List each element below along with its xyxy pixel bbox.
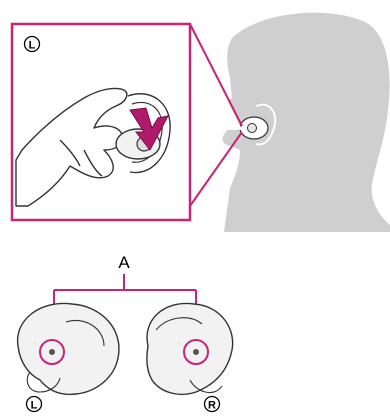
right-earbud: R xyxy=(147,303,233,411)
head-silhouette xyxy=(223,13,390,232)
right-bud-mark: R xyxy=(208,400,216,412)
left-bud-mark: L xyxy=(31,400,38,412)
left-side-mark: L xyxy=(29,40,36,52)
inset-panel: L xyxy=(12,24,190,220)
left-earbud: L xyxy=(18,303,119,411)
callout-label-a: A xyxy=(118,253,130,272)
